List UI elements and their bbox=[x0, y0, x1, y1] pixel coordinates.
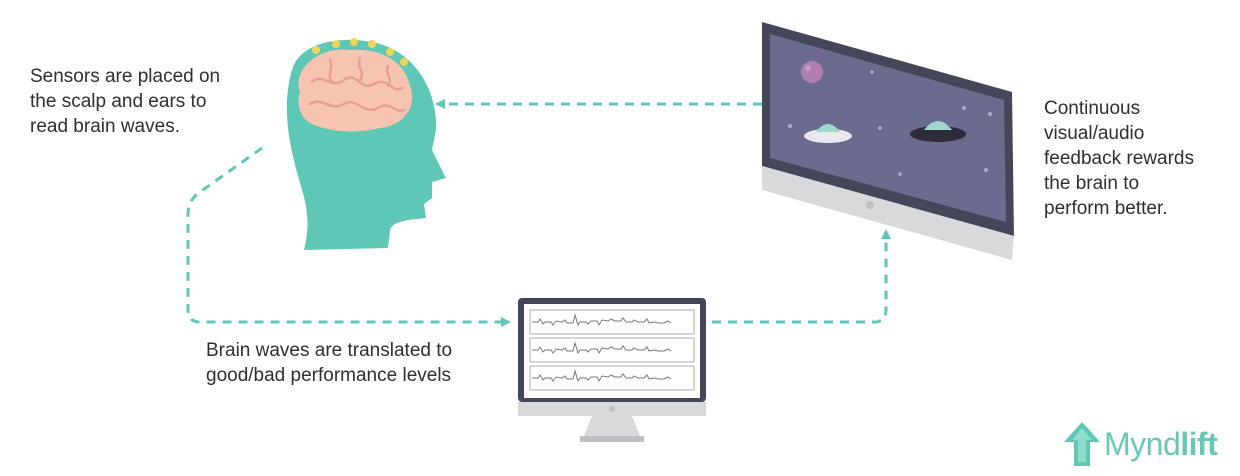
translate-caption: Brain waves are translated to good/bad p… bbox=[206, 340, 453, 386]
eeg-monitor-icon bbox=[518, 298, 706, 442]
arrow-head-to-eeg bbox=[186, 146, 511, 327]
head-with-brain-icon bbox=[286, 38, 446, 250]
ufo-icon bbox=[804, 124, 852, 143]
sensor-dots bbox=[312, 38, 408, 66]
game-monitor-icon bbox=[762, 22, 1014, 260]
brand-name-regular: Mynd bbox=[1104, 426, 1181, 462]
upload-arrow-logo-icon bbox=[1064, 422, 1100, 466]
planet-icon bbox=[801, 61, 823, 83]
arrow-eeg-to-game bbox=[712, 229, 891, 324]
feedback-caption: Continuous visual/audio feedback rewards… bbox=[1044, 98, 1194, 219]
ufo-dark-icon bbox=[910, 121, 966, 142]
brand-logo: Myndlift bbox=[1062, 418, 1240, 470]
sensors-caption: Sensors are placed on the scalp and ears… bbox=[30, 66, 221, 137]
eeg-waveforms bbox=[529, 309, 695, 391]
brain-icon bbox=[298, 49, 413, 132]
brand-name: Myndlift bbox=[1104, 426, 1218, 463]
brand-name-bold: lift bbox=[1180, 426, 1218, 462]
